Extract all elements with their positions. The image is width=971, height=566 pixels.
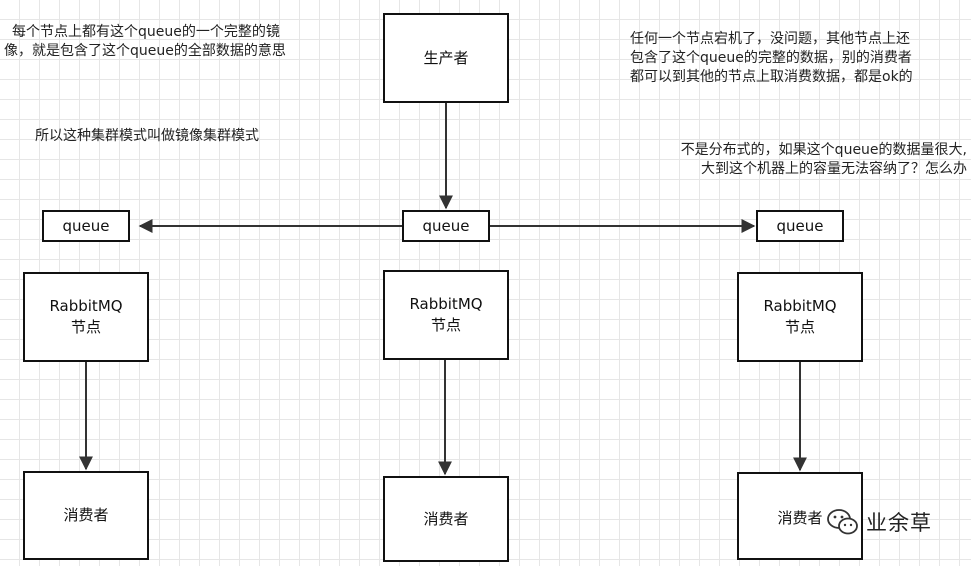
- queue-label-right: queue: [776, 216, 824, 235]
- producer-label: 生产者: [423, 48, 469, 67]
- note-line: 像，就是包含了这个queue的全部数据的意思: [4, 43, 286, 59]
- note-line: 大到这个机器上的容量无法容纳了？怎么办: [701, 161, 967, 177]
- node-subtitle: 节点: [70, 318, 101, 336]
- note-mirror-mode: 所以这种集群模式叫做镜像集群模式: [35, 128, 259, 144]
- note-line: 不是分布式的，如果这个queue的数据量很大,: [680, 142, 967, 158]
- queue-box-left: queue: [42, 210, 130, 242]
- wechat-icon: [827, 509, 858, 535]
- watermark-text: 业余草: [866, 511, 932, 535]
- note-line: 包含了这个queue的完整的数据，别的消费者: [630, 50, 912, 66]
- node-title: RabbitMQ: [409, 295, 483, 313]
- watermark: 业余草: [826, 505, 932, 539]
- note-fault-tolerance: 任何一个节点宕机了，没问题，其他节点上还 包含了这个queue的完整的数据，别的…: [630, 30, 913, 87]
- node-subtitle: 节点: [784, 318, 815, 336]
- note-line: 任何一个节点宕机了，没问题，其他节点上还: [630, 31, 910, 47]
- consumer-box-left: 消费者: [23, 471, 149, 560]
- node-title: RabbitMQ: [763, 297, 837, 315]
- producer-box: 生产者: [383, 13, 509, 103]
- consumer-label: 消费者: [777, 509, 823, 527]
- queue-label-center: queue: [422, 216, 470, 235]
- queue-box-right: queue: [756, 210, 844, 242]
- consumer-label: 消费者: [423, 509, 469, 528]
- rabbitmq-node-left: RabbitMQ 节点: [23, 272, 149, 362]
- node-subtitle: 节点: [430, 316, 461, 334]
- note-line: 每个节点上都有这个queue的一个完整的镜: [12, 24, 280, 40]
- queue-box-center: queue: [402, 210, 490, 242]
- note-mirror-description: 每个节点上都有这个queue的一个完整的镜 像，就是包含了这个queue的全部数…: [4, 23, 286, 61]
- note-line: 都可以到其他的节点上取消费数据，都是ok的: [630, 69, 913, 85]
- consumer-label: 消费者: [63, 506, 109, 524]
- node-title: RabbitMQ: [49, 297, 123, 315]
- rabbitmq-node-center: RabbitMQ 节点: [383, 270, 509, 360]
- queue-label-left: queue: [62, 216, 110, 235]
- note-distribution-question: 不是分布式的，如果这个queue的数据量很大, 大到这个机器上的容量无法容纳了？…: [681, 141, 967, 179]
- consumer-box-center: 消费者: [383, 476, 509, 562]
- rabbitmq-node-right: RabbitMQ 节点: [737, 272, 863, 362]
